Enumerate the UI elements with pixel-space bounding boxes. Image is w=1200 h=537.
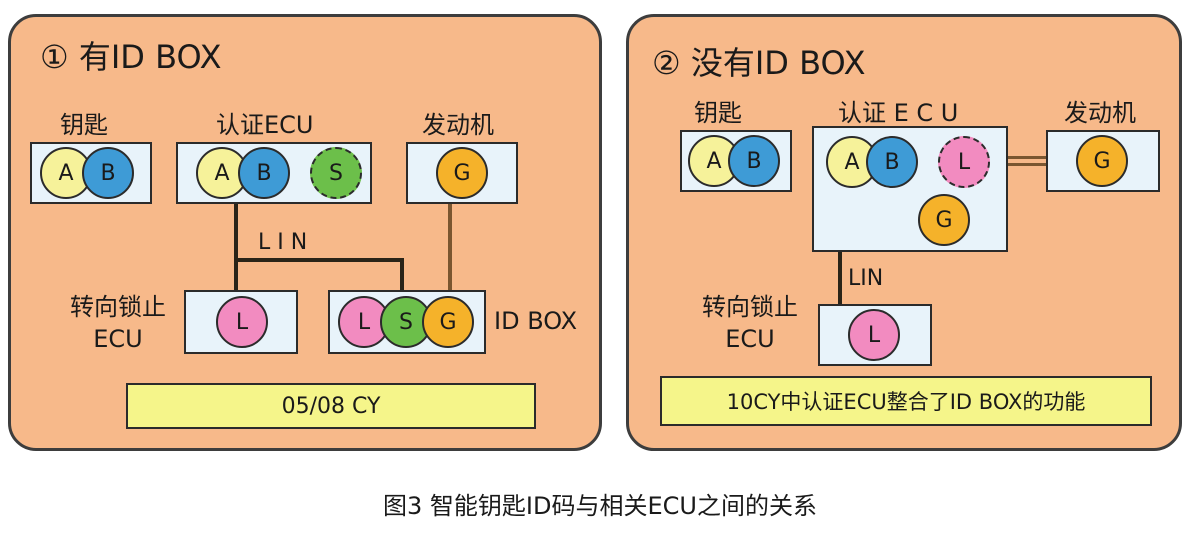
auth-engine-line-top-right [1008,156,1046,159]
engine-idbox-line-left [448,204,452,290]
idbox-circle-g-left: G [422,296,474,348]
steering-ecu-label-left: ECU [93,325,143,353]
auth-circle-s-left: S [310,147,362,199]
engine-circle-g-right: G [1076,135,1128,187]
key-circle-b-left: B [82,147,134,199]
panel-title-right: ② 没有ID BOX [652,44,866,82]
steering-ecu-label-right: ECU [725,325,775,353]
auth-circle-b-left: B [238,147,290,199]
key-label-right: 钥匙 [694,99,742,127]
lin-line-vertical-left [234,204,238,290]
engine-label-left: 发动机 [422,111,494,139]
auth-engine-line-bottom-right [1008,163,1046,166]
panel-with-id-box [8,14,602,451]
steering-circle-l-left: L [216,296,268,348]
note-right: 10CY中认证ECU整合了ID BOX的功能 [660,376,1152,426]
key-label-left: 钥匙 [60,111,108,139]
engine-circle-g-left: G [436,147,488,199]
idbox-circle-l-left: L [338,296,390,348]
engine-label-right: 发动机 [1064,99,1136,127]
steering-circle-l-right: L [848,309,900,361]
idbox-label-left: ID BOX [494,307,578,335]
auth-circle-b-right: B [866,136,918,188]
figure-caption: 图3 智能钥匙ID码与相关ECU之间的关系 [383,492,817,520]
steering-lock-label-left: 转向锁止 [70,293,166,321]
key-circle-b-right: B [728,135,780,187]
panel-title-left: ① 有ID BOX [40,38,222,76]
auth-circle-l-right: L [938,136,990,188]
steering-lock-label-right: 转向锁止 [702,293,798,321]
lin-label-left: L I N [258,230,308,255]
auth-ecu-label-left: 认证ECU [216,111,314,139]
lin-line-vertical-right [838,252,842,304]
lin-label-right: LIN [848,266,884,291]
auth-ecu-label-right: 认证 E C U [838,99,959,127]
lin-line-drop-left [400,258,404,290]
auth-circle-g-right: G [918,194,970,246]
lin-line-horizontal-left [234,258,404,262]
note-left: 05/08 CY [126,383,536,429]
